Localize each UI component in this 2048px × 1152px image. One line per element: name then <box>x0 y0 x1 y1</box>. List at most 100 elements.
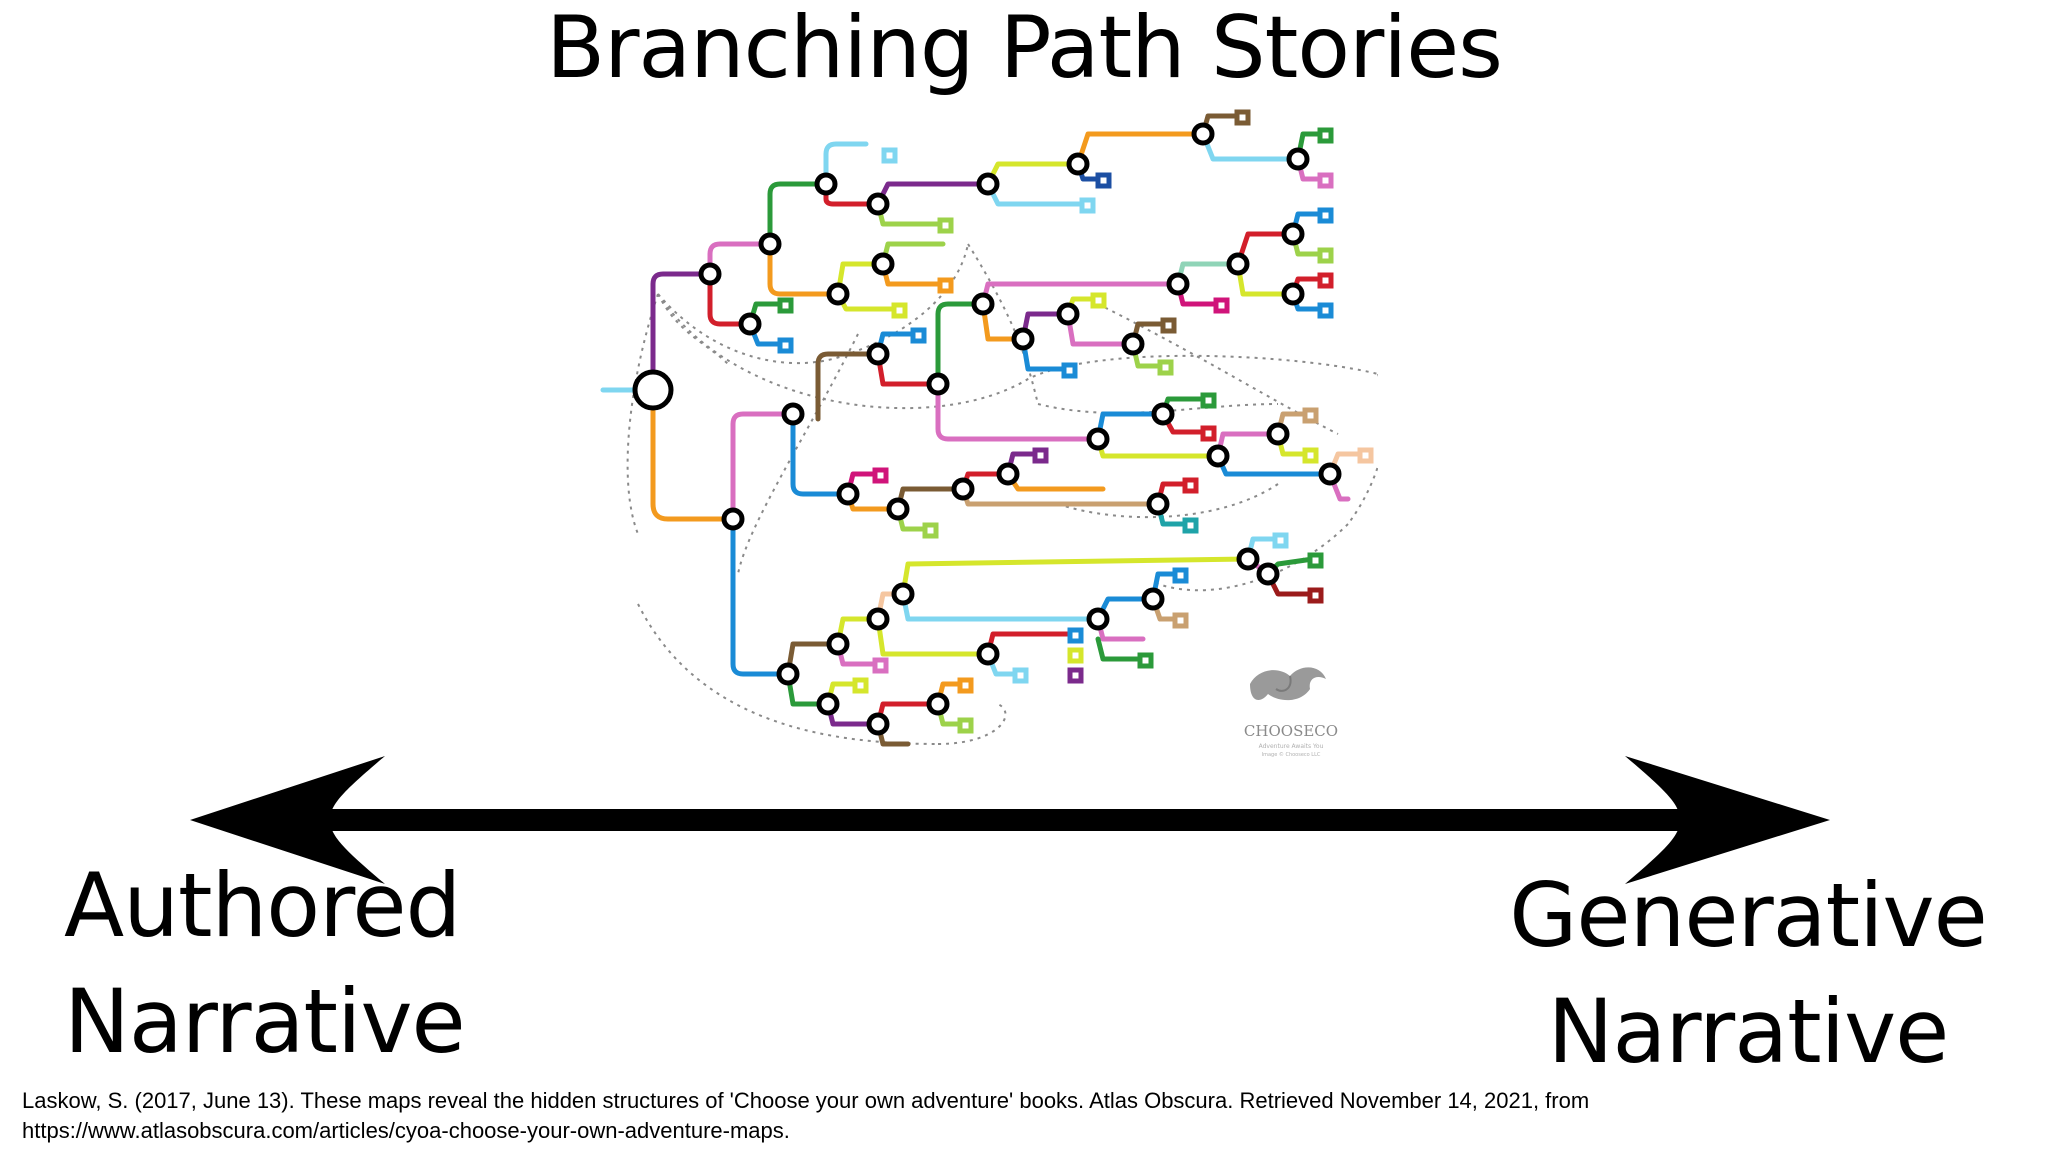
authored-narrative-label: Authored Narrative <box>64 848 584 1080</box>
story-ending-marker <box>777 337 794 354</box>
citation-line-1: Laskow, S. (2017, June 13). These maps r… <box>22 1088 1590 1113</box>
story-ending-marker <box>957 677 974 694</box>
story-path-track <box>650 387 731 522</box>
story-path-track <box>730 411 796 522</box>
story-path-track <box>707 271 753 327</box>
story-ending-marker <box>1317 302 1334 319</box>
choice-node <box>826 632 850 656</box>
story-path-track <box>1075 131 1206 167</box>
choice-node <box>951 477 975 501</box>
story-ending-marker <box>1172 567 1189 584</box>
choice-node <box>1121 332 1145 356</box>
choice-node <box>826 282 850 306</box>
story-path-track <box>730 516 791 677</box>
choice-node <box>738 312 762 336</box>
story-path-track <box>1095 636 1146 662</box>
choice-node <box>1166 272 1190 296</box>
choice-node <box>1266 422 1290 446</box>
choice-node <box>1318 462 1342 486</box>
choice-node <box>971 292 995 316</box>
dotted-connection <box>967 243 1039 405</box>
choice-node <box>758 232 782 256</box>
choice-node <box>926 692 950 716</box>
story-ending-marker <box>1012 667 1029 684</box>
citation: Laskow, S. (2017, June 13). These maps r… <box>22 1086 1762 1146</box>
story-ending-marker <box>1307 587 1324 604</box>
story-path-track <box>790 411 851 497</box>
story-ending-marker <box>1172 612 1189 629</box>
story-ending-marker <box>881 147 898 164</box>
story-ending-marker <box>1272 532 1289 549</box>
story-path-track <box>823 181 881 207</box>
story-ending-marker <box>1302 447 1319 464</box>
story-ending-marker <box>1317 207 1334 224</box>
story-path-track <box>935 301 986 387</box>
choice-node <box>891 582 915 606</box>
story-path-track <box>985 631 1076 657</box>
story-ending-marker <box>1095 172 1112 189</box>
story-path-track <box>815 351 881 422</box>
story-ending-marker <box>1067 627 1084 644</box>
story-ending-marker <box>937 217 954 234</box>
story-path-track <box>985 181 1091 207</box>
choice-node <box>866 192 890 216</box>
story-ending-marker <box>1067 667 1084 684</box>
story-path-track <box>1200 131 1301 162</box>
right-label-line-2: Narrative <box>1547 980 1950 1083</box>
choice-node <box>1206 444 1230 468</box>
choice-node <box>1011 327 1035 351</box>
story-ending-marker <box>1160 317 1177 334</box>
choice-node <box>1146 492 1170 516</box>
story-ending-marker <box>777 297 794 314</box>
logo-credit: Image © Chooseco LLC <box>1262 751 1321 758</box>
story-path-track <box>875 616 991 657</box>
left-label-line-1: Authored <box>64 854 461 957</box>
logo-name: CHOOSECO <box>1244 722 1338 740</box>
story-map-graphic: CHOOSECO Adventure Awaits You Image © Ch… <box>600 109 1387 758</box>
story-ending-marker <box>872 467 889 484</box>
story-path-track <box>707 241 773 277</box>
story-ending-marker <box>1302 407 1319 424</box>
story-path-track <box>767 181 829 247</box>
story-path-track <box>985 161 1081 187</box>
story-path-track <box>1005 471 1106 492</box>
story-ending-marker <box>1067 647 1084 664</box>
choice-node <box>1191 122 1215 146</box>
story-ending-marker <box>910 327 927 344</box>
story-ending-marker <box>1032 447 1049 464</box>
story-ending-marker <box>937 277 954 294</box>
dotted-connection <box>1057 483 1279 519</box>
story-ending-marker <box>1157 359 1174 376</box>
choice-node <box>721 507 745 531</box>
choice-node <box>816 692 840 716</box>
choice-node <box>776 662 800 686</box>
choice-node <box>1151 402 1175 426</box>
story-ending-marker <box>872 657 889 674</box>
choice-node <box>1256 562 1280 586</box>
story-ending-marker <box>1090 292 1107 309</box>
dotted-connection <box>1097 303 1339 435</box>
story-ending-marker <box>1200 392 1217 409</box>
spectrum-double-arrow <box>190 756 1830 884</box>
story-ending-marker <box>1317 127 1334 144</box>
choice-node <box>1281 282 1305 306</box>
logo-tagline: Adventure Awaits You <box>1259 743 1324 750</box>
dotted-connection <box>937 703 1007 745</box>
choice-node <box>836 482 860 506</box>
story-ending-marker <box>891 302 908 319</box>
dotted-connection <box>657 293 1379 410</box>
choice-node <box>1286 147 1310 171</box>
choice-node <box>1056 302 1080 326</box>
choice-node <box>1236 547 1260 571</box>
choice-node <box>1066 152 1090 176</box>
choice-node <box>781 402 805 426</box>
choice-node <box>871 252 895 276</box>
choice-node <box>1086 427 1110 451</box>
story-ending-marker <box>1317 272 1334 289</box>
story-path-track <box>767 241 841 297</box>
story-ending-marker <box>1307 552 1324 569</box>
dotted-connection <box>737 333 859 575</box>
story-ending-marker <box>1234 109 1251 126</box>
chooseco-logo: CHOOSECO Adventure Awaits You Image © Ch… <box>1244 667 1338 758</box>
choice-node <box>698 262 722 286</box>
